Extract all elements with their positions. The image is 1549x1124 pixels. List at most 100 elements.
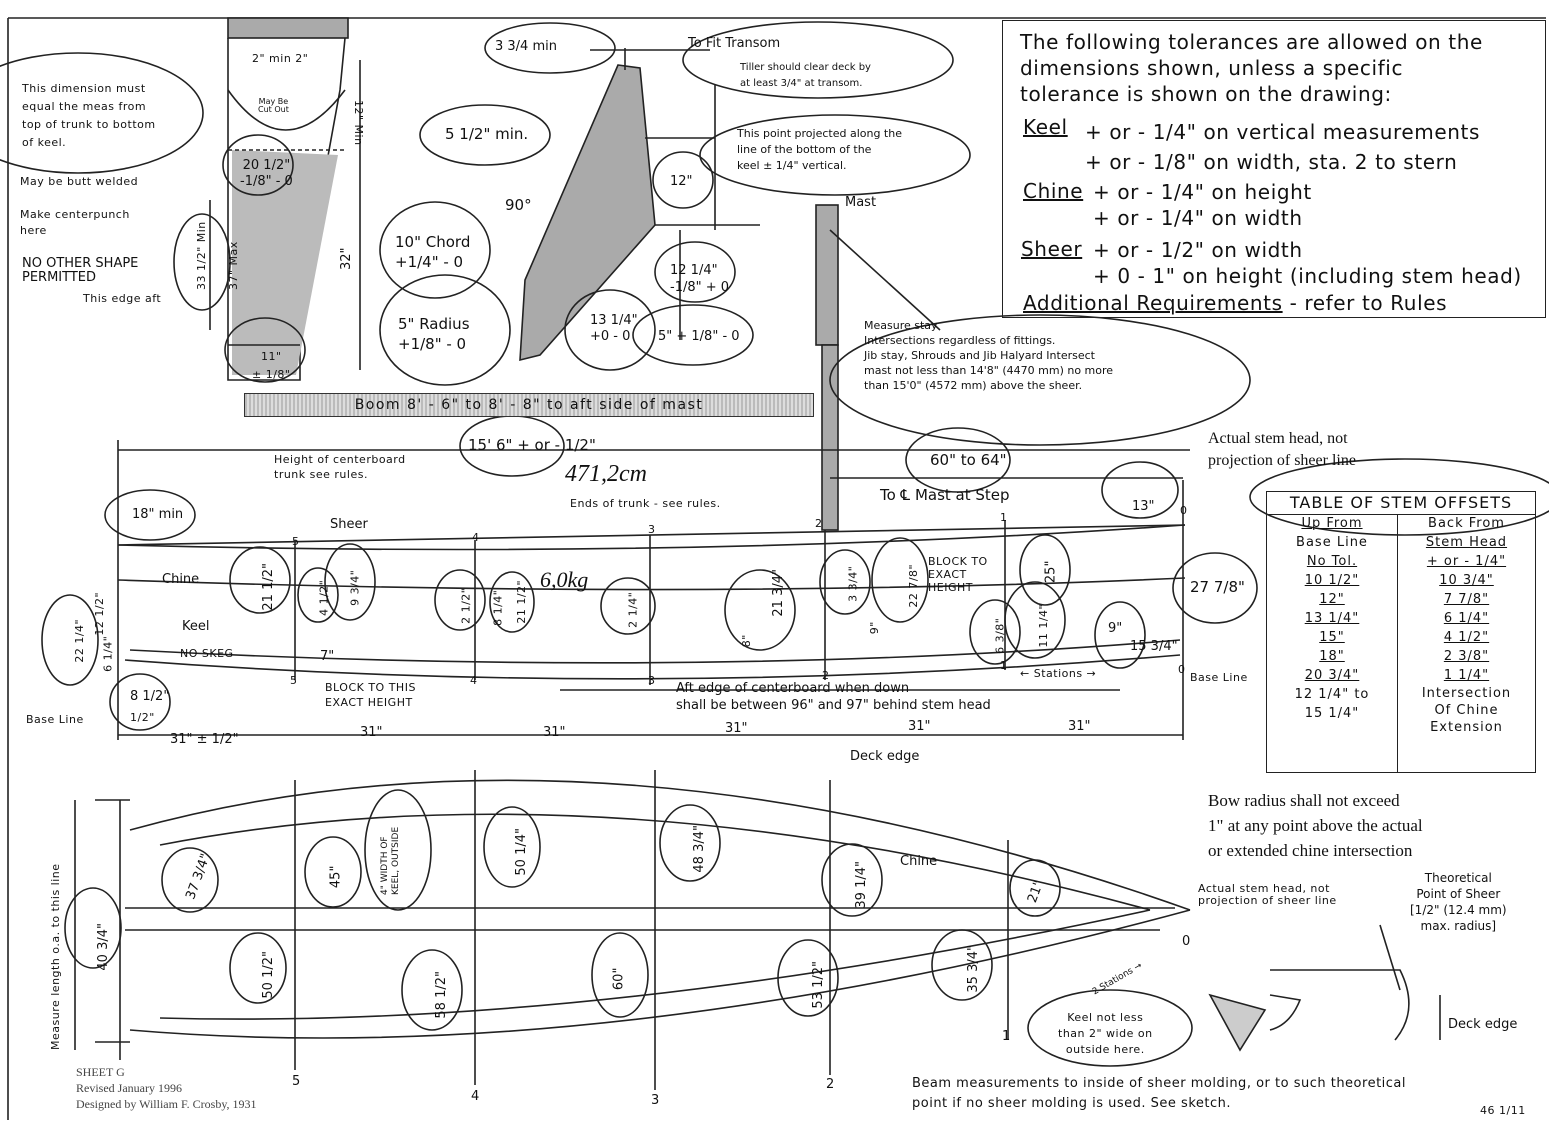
width-label: 45" xyxy=(328,865,344,889)
base-line-right-label: Base Line xyxy=(1190,671,1248,684)
station-label: 4 xyxy=(470,674,478,687)
width-label: 48 3/4" xyxy=(691,825,707,873)
handwritten-cm: 471,2cm xyxy=(565,461,647,487)
dim-label: 7" xyxy=(320,649,335,664)
width-label: 60" xyxy=(611,967,627,991)
keel-tol-label: Keel xyxy=(1023,115,1068,139)
dim-label: 11 1/4" xyxy=(1037,603,1051,648)
spacing-label: 31" ± 1/2" xyxy=(170,732,239,747)
rudder-drawing xyxy=(379,21,971,386)
trunk-width-label: 2" min 2" xyxy=(252,52,309,65)
station-label: 3 xyxy=(648,523,656,536)
width-label: 53 1/2" xyxy=(810,961,826,1009)
beam-note: Beam measurements to inside of sheer mol… xyxy=(912,1076,1407,1111)
dim-label: 9" xyxy=(867,621,881,635)
station-label: 5 xyxy=(290,674,298,687)
plan-station-label: 5 xyxy=(292,1074,301,1089)
dim-13-label: 13" xyxy=(1132,499,1155,514)
station-label: 5 xyxy=(292,535,300,548)
additional-requirements: Additional Requirements - refer to Rules xyxy=(1023,291,1448,315)
dim-label: 6 1/4" xyxy=(101,635,115,672)
dim-label: 2 1/4" xyxy=(626,591,640,628)
plan-station-label: 1 xyxy=(1002,1029,1011,1044)
dim-label: 25" xyxy=(1043,560,1059,584)
chord-label: 10" Chord+1/4" - 0 xyxy=(395,233,471,271)
dim-32-label: 32" xyxy=(339,247,354,270)
station-label: 2 xyxy=(815,517,823,530)
min-5-1-2-label: 5 1/2" min. xyxy=(445,125,529,143)
width-label: 39 1/4" xyxy=(853,861,869,909)
chine-tol-label: Chine xyxy=(1023,179,1084,203)
mast-drawing xyxy=(815,204,1251,531)
width-label: 35 3/4" xyxy=(965,945,981,993)
min-12-label: 12" Min xyxy=(352,100,365,146)
width-label: 58 1/2" xyxy=(433,971,449,1019)
dim-label: 9 3/4" xyxy=(348,569,362,606)
length-label: 15' 6" + or - 1/2" xyxy=(468,436,596,454)
sheer-label: Sheer xyxy=(330,517,368,532)
to-mast-label: To ℄ Mast at Step xyxy=(880,486,1010,504)
dim-label: 21 3/4" xyxy=(770,569,786,617)
station-label: 2 xyxy=(822,669,830,682)
keel-label: Keel xyxy=(182,619,210,634)
stem-offsets-table: TABLE OF STEM OFFSETS Up From Base Line … xyxy=(1266,491,1536,773)
spacing-label: 31" xyxy=(543,725,566,740)
station-label: 1 xyxy=(1000,659,1008,672)
dim-label: 22 1/4" xyxy=(73,618,87,663)
station-label: 1 xyxy=(1000,511,1008,524)
dim-12-label: 12" xyxy=(670,174,693,189)
sheer-tol-label: Sheer xyxy=(1021,237,1083,261)
plan-station-label: 0 xyxy=(1182,934,1191,949)
stem-table-title: TABLE OF STEM OFFSETS xyxy=(1267,492,1535,515)
corner-mark: 46 1/11 xyxy=(1480,1104,1526,1117)
chine-tolerances: + or - 1/4" on height+ or - 1/4" on widt… xyxy=(1093,180,1312,230)
dim-label: 15 3/4" xyxy=(1130,639,1178,654)
base-line-left-label: Base Line xyxy=(26,713,84,726)
boom-bar: Boom 8' - 6" to 8' - 8" to aft side of m… xyxy=(244,393,814,417)
dim-label: 8 1/4" xyxy=(491,589,505,626)
min-18-label: 18" min xyxy=(132,507,184,522)
back-from-stem-column: Back From Stem Head + or - 1/4" 10 3/4" … xyxy=(1421,516,1512,735)
dim-label: 8 1/2" xyxy=(130,689,170,704)
dim-label: 1/2" xyxy=(130,711,155,724)
centerboard-trunk-drawing xyxy=(0,17,361,383)
dim-label: 2 1/2" xyxy=(459,587,473,624)
boom-label: Boom 8' - 6" to 8' - 8" to aft side of m… xyxy=(354,397,704,413)
up-from-base-column: Up From Base Line No Tol. 10 1/2" 12" 13… xyxy=(1267,514,1398,772)
station-label: 0 xyxy=(1180,504,1188,517)
trunk-dimension-label: 20 1/2"-1/8" - 0 xyxy=(240,158,293,189)
edge-aft-label: This edge aft xyxy=(83,292,162,305)
plan-station-label: 2 xyxy=(826,1077,835,1092)
handwritten-kg: 6,0kg xyxy=(540,567,589,592)
dim-37-label: 37" Max xyxy=(227,241,240,290)
stations-arrow-label: ← Stations → xyxy=(1020,667,1097,680)
dim-label: 4 1/2" xyxy=(317,579,331,616)
dim-label: 21 1/2" xyxy=(515,579,529,624)
dim-12-1-4-label: 12 1/4"-1/8" + 0 xyxy=(670,263,730,295)
bottom-11-label: 11"± 1/8" xyxy=(252,350,291,381)
dim-13-1-4-label: 13 1/4"+0 - 0 xyxy=(590,313,638,344)
dim-label: 8" xyxy=(739,634,753,648)
dim-label: 3 3/4" xyxy=(846,565,860,602)
min-3-3-4-label: 3 3/4 min xyxy=(495,39,557,54)
tolerances-box: The following tolerances are allowed on … xyxy=(1002,20,1546,318)
width-label: 50 1/4" xyxy=(513,828,529,876)
deck-edge-label: Deck edge xyxy=(850,749,920,764)
dim-label: 22 7/8" xyxy=(907,563,921,608)
dim-33-label: 33 1/2" Min xyxy=(195,221,208,290)
dim-label: 9" xyxy=(1108,621,1123,636)
